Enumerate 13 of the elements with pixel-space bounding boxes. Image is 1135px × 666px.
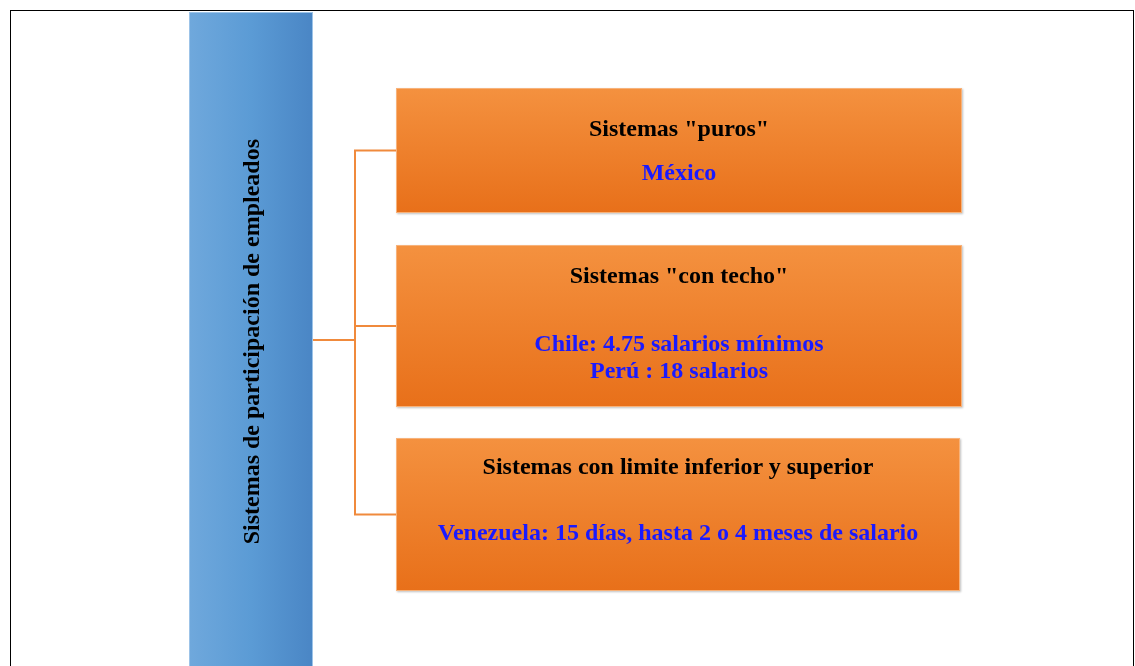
country-detail: México	[641, 158, 717, 187]
category-title: Sistemas de participación de empleados	[237, 139, 265, 545]
country-detail: Venezuela: 15 días, hasta 2 o 4 meses de salario	[437, 518, 919, 547]
box-heading: Sistemas con limite inferior y superior	[482, 453, 874, 481]
connector-line	[312, 339, 397, 516]
category-bar	[189, 12, 313, 666]
box-heading: Sistemas "puros"	[588, 115, 770, 143]
country-detail: Perú : 18 salarios	[590, 357, 768, 385]
category-box	[396, 88, 962, 213]
category-box	[396, 438, 960, 591]
country-detail: Chile: 4.75 salarios mínimos	[534, 329, 824, 358]
category-box	[396, 245, 962, 407]
box-heading: Sistemas "con techo"	[569, 262, 789, 290]
